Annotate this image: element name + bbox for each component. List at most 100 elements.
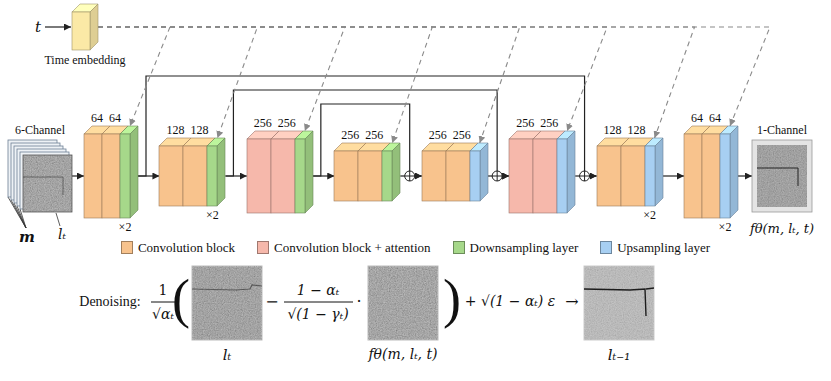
legend-text: Upsampling layer — [617, 240, 710, 255]
formula-text: + √(1 − αₜ) ε — [465, 294, 555, 309]
input-arrow — [45, 26, 71, 27]
legend-item: Upsampling layer — [600, 240, 710, 255]
node-shape — [597, 138, 663, 206]
sum-symbol — [580, 171, 590, 181]
sum-symbol — [492, 171, 502, 181]
channel-count: 256 — [453, 128, 471, 142]
image-noise — [757, 145, 807, 207]
node-shape — [84, 126, 138, 218]
node-shape — [752, 140, 812, 212]
time-embedding-arrow — [98, 27, 695, 138]
formula-text: 1 − αₜ — [297, 283, 339, 298]
upsampling-slab — [470, 143, 488, 201]
downsampling-slab — [382, 143, 400, 201]
channel-count: 256 — [278, 116, 296, 130]
output-image: 1-Channel — [752, 140, 812, 212]
flow-arrow — [738, 175, 752, 176]
conv-stage: 256256 — [422, 143, 488, 201]
image-label: fθ(m, lₜ, t) — [368, 347, 437, 362]
time-embedding-arrow — [98, 27, 607, 131]
formula-bracket: ( — [172, 270, 190, 329]
node-caption: Time embedding — [44, 53, 125, 67]
variable-label: t — [35, 19, 41, 36]
channel-count: 64 — [691, 111, 703, 125]
channel-count: 64 — [91, 111, 103, 125]
channel-count: 256 — [341, 128, 359, 142]
upsampling-slab — [720, 126, 738, 218]
downsampling-slab — [120, 126, 138, 218]
legend-text: Convolution block + attention — [274, 240, 430, 255]
node-shape — [8, 140, 72, 212]
conv-stage: 256256 — [334, 143, 400, 201]
channel-image — [23, 155, 72, 212]
channel-count: 64 — [109, 111, 121, 125]
channel-count: 256 — [540, 116, 558, 130]
variable-label: m — [19, 229, 35, 246]
crack-line — [757, 168, 798, 186]
channel-count: 64 — [709, 111, 721, 125]
conv-stage: 6464×2 — [684, 126, 738, 218]
formula-text: − — [265, 293, 278, 311]
channel-count: 256 — [365, 128, 383, 142]
conv-stage: 128128×2 — [159, 138, 225, 206]
repeat-count: ×2 — [643, 208, 656, 222]
time-embedding-arrow — [98, 27, 520, 143]
upsampling-slab — [557, 131, 575, 213]
legend-text: Downsampling layer — [470, 240, 579, 255]
node-shape — [684, 126, 738, 218]
repeat-count: ×2 — [719, 220, 732, 234]
formula-text: → — [565, 293, 578, 311]
time-embedding-arrow — [98, 27, 170, 126]
node-caption: 6-Channel — [15, 123, 65, 137]
channel-count: 256 — [516, 116, 534, 130]
legend-swatch — [121, 241, 133, 254]
channel-count: 256 — [254, 116, 272, 130]
flow-arrow — [72, 175, 84, 176]
output-label: fθ(m, lₜ, t) — [750, 222, 814, 236]
legend-swatch — [453, 241, 465, 254]
node-shape — [334, 143, 400, 201]
channel-count: 128 — [166, 123, 184, 137]
denoised-image — [584, 266, 654, 340]
conv-stage: 256256 — [247, 131, 313, 213]
upsampling-slab — [645, 138, 663, 206]
image-frame — [752, 140, 812, 212]
image-label: lₜ₋₁ — [608, 347, 630, 364]
formula-bracket: ) — [443, 270, 461, 329]
conv-stage: 6464×2 — [84, 126, 138, 218]
time-embedding-arrow — [98, 27, 770, 126]
noisy-image — [192, 266, 262, 340]
legend-swatch — [257, 241, 269, 254]
input-image: 6-Channel — [8, 140, 72, 212]
legend-item: Downsampling layer — [453, 240, 579, 255]
sum-symbol — [405, 171, 415, 181]
image-label: lₜ — [223, 347, 232, 364]
time-embedding-arrow — [98, 27, 432, 143]
time-embedding-slab — [72, 4, 98, 50]
time-embedding-arrow — [98, 27, 257, 138]
flow-arrow — [663, 175, 684, 176]
image-ground — [757, 145, 807, 207]
node-shape — [247, 131, 313, 213]
formula-title: Denoising: — [79, 294, 140, 309]
formula-text: · — [356, 293, 361, 311]
variable-label: lₜ — [58, 227, 66, 242]
node-shape — [509, 131, 575, 213]
conv-stage: 256256 — [509, 131, 575, 213]
legend-swatch — [600, 241, 612, 254]
channel-count: 128 — [190, 123, 208, 137]
node-caption: 1-Channel — [757, 123, 807, 137]
channel-count: 128 — [604, 123, 622, 137]
channel-count: 128 — [628, 123, 646, 137]
predicted-noise-image — [368, 266, 438, 340]
node-shape — [72, 4, 98, 50]
legend-item: Convolution block + attention — [257, 240, 430, 255]
formula-text: 1 — [159, 283, 168, 298]
time-embedding-box: Time embedding — [72, 4, 98, 50]
downsampling-slab — [295, 131, 313, 213]
repeat-count: ×2 — [206, 208, 219, 222]
node-shape — [422, 143, 488, 201]
time-embedding-arrow — [98, 27, 345, 131]
legend-item: Convolution block — [121, 240, 235, 255]
